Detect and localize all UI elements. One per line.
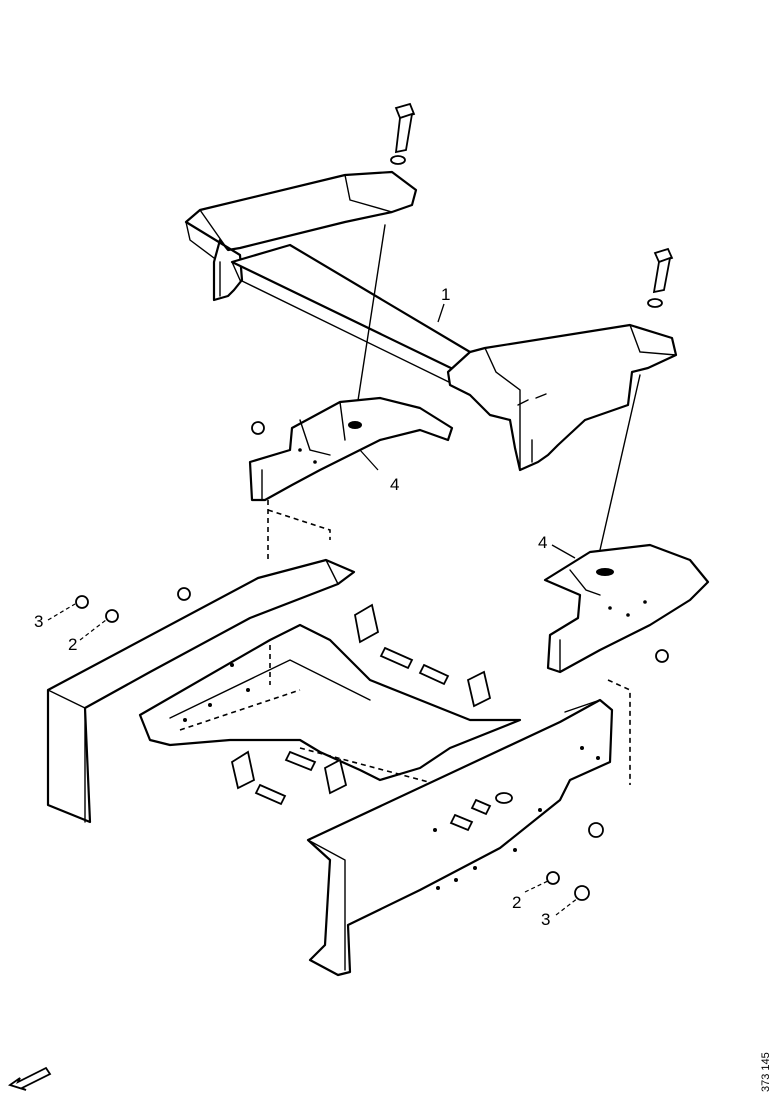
callout-1: 1 [441, 285, 450, 304]
callout-3-left: 3 [34, 612, 43, 631]
mounting-bracket-right [543, 543, 710, 674]
bolt-upper-left [390, 102, 416, 165]
callout-2-left: 2 [68, 635, 77, 654]
callout-leaders [47, 303, 579, 916]
drawing-reference: 373 145 [760, 1052, 772, 1092]
arrow-down-left-icon [7, 1066, 52, 1091]
mounting-bracket-left [248, 396, 454, 502]
callout-3-right: 3 [541, 910, 550, 929]
main-frame [46, 500, 631, 977]
upper-crossmember [184, 170, 678, 551]
callout-2-right: 2 [512, 893, 521, 912]
hardware [75, 421, 669, 901]
callout-4-upper: 4 [390, 475, 399, 494]
callout-4-right: 4 [538, 533, 547, 552]
bolt-upper-right [647, 247, 674, 308]
